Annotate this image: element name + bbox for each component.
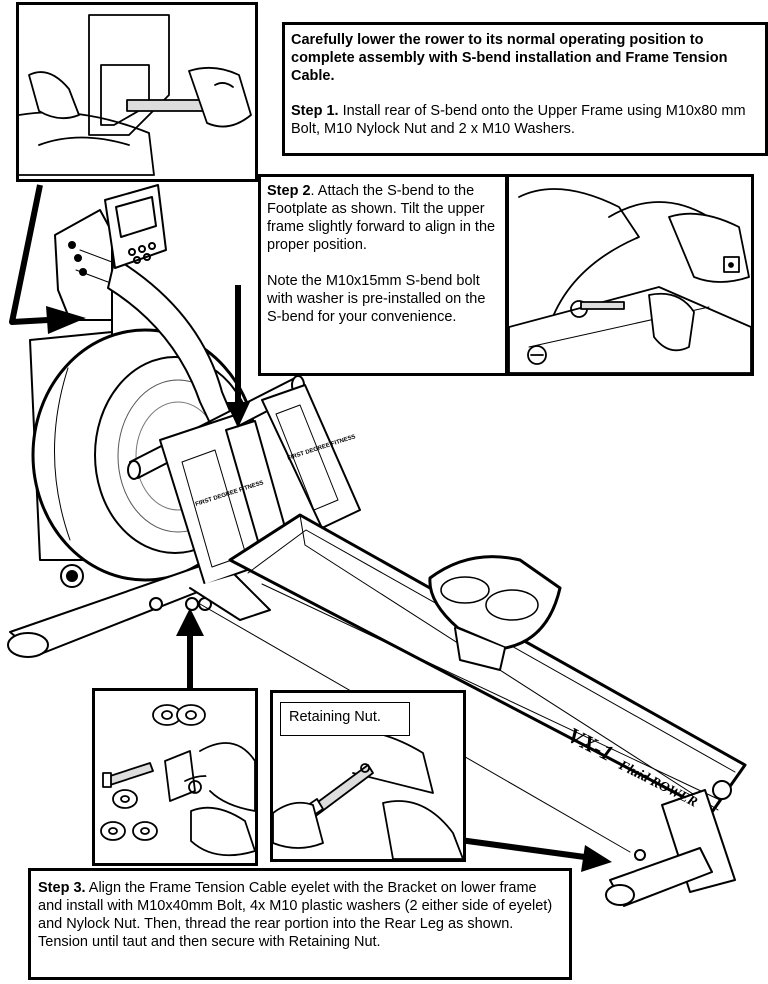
rear-leg-drawing (272, 729, 464, 860)
seat (428, 555, 562, 671)
front-leg (7, 564, 229, 658)
rear-leg (605, 780, 736, 907)
cable-bracket-drawing (100, 704, 256, 857)
retaining-nut-label: Retaining Nut. (289, 709, 381, 725)
detail-footplate-bolt (506, 174, 754, 376)
pointer-lines (9, 184, 593, 861)
step3-box: Step 3. Align the Frame Tension Cable ey… (28, 868, 572, 980)
step1-text: Install rear of S-bend onto the Upper Fr… (291, 103, 746, 137)
step2-box: Step 2. Attach the S-bend to the Footpla… (258, 174, 508, 376)
step2-text: . Attach the S-bend to the Footplate as … (267, 183, 496, 253)
upper-frame (54, 209, 239, 441)
detail-upper-frame-bolt (16, 2, 258, 182)
step1-label: Step 1. (291, 103, 339, 119)
detail-cable-bracket (92, 688, 258, 866)
step3-label: Step 3. (38, 880, 86, 896)
step3-text: Align the Frame Tension Cable eyelet wit… (38, 880, 553, 950)
arrowheads (46, 306, 612, 872)
intro-heading: Carefully lower the rower to its normal … (291, 32, 728, 84)
step1-box: Carefully lower the rower to its normal … (282, 22, 768, 156)
footplate-bolt-drawing (508, 188, 752, 374)
step2-label: Step 2 (267, 183, 311, 199)
step2-note: Note the M10x15mm S-bend bolt with washe… (267, 273, 486, 325)
retaining-nut-callout: Retaining Nut. (280, 702, 410, 736)
monitor (104, 184, 167, 269)
upper-frame-bolt-drawing (18, 14, 252, 176)
